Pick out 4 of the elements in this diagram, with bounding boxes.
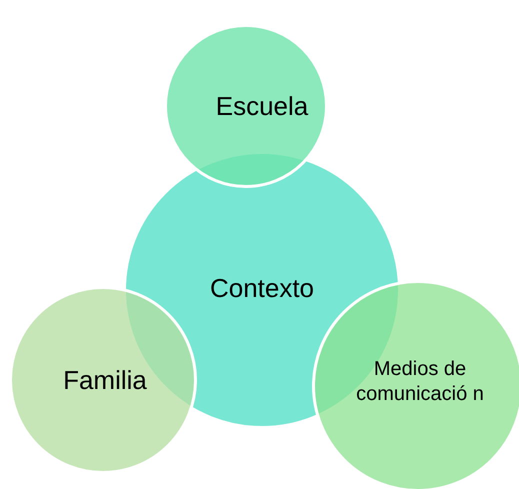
- node-label: Familia: [63, 364, 147, 396]
- node-label: Escuela: [216, 90, 308, 122]
- node-label: Medios de comunicació n: [355, 357, 485, 407]
- node-label: Contexto: [210, 272, 314, 304]
